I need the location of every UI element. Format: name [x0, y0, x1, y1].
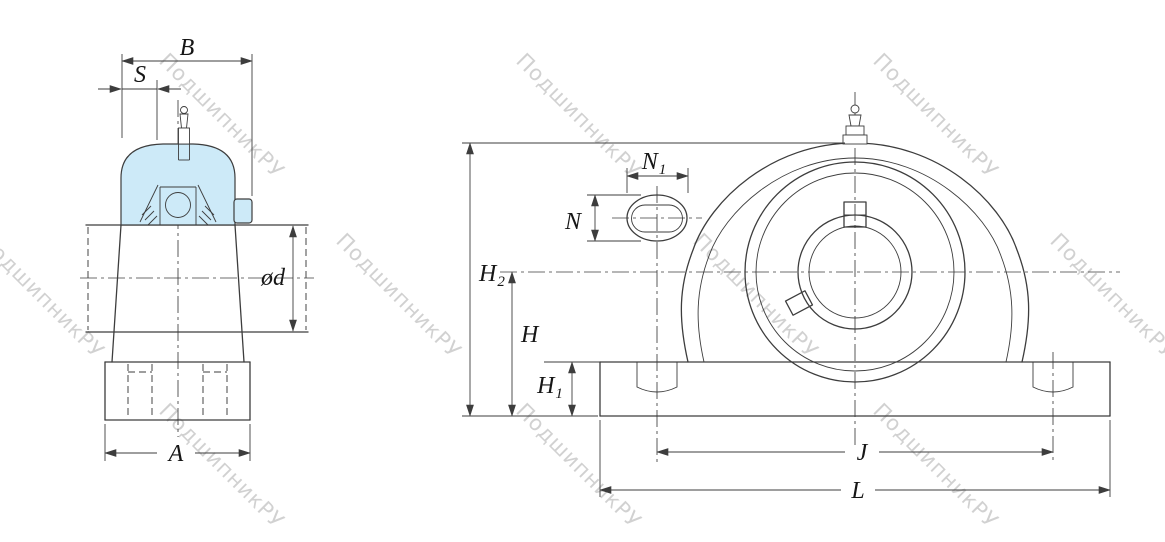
bearing-insert-cap	[120, 143, 236, 226]
front-view: N1 N H2 H H1	[462, 92, 1120, 504]
dim-label-N: N	[564, 209, 583, 235]
bearing-circles	[744, 161, 966, 383]
insert-section-details	[139, 184, 217, 226]
dim-label-bore: ød	[260, 265, 286, 291]
base-front	[599, 361, 1111, 417]
watermark-text: ПодшипникРУ	[0, 229, 109, 364]
watermark-text: ПодшипникРУ	[511, 49, 646, 184]
dim-label-S: S	[134, 62, 146, 88]
set-screw-collar	[233, 198, 253, 224]
dim-N: N	[564, 194, 641, 242]
dim-J: J	[656, 440, 1054, 466]
dim-label-H: H	[520, 322, 540, 348]
dim-A: A	[104, 424, 251, 467]
set-screw-top	[843, 201, 867, 228]
dim-N1: N1	[626, 149, 689, 193]
side-view: B S ød A	[80, 35, 314, 467]
set-screw-side	[784, 290, 814, 316]
bolt-hole-slot	[626, 194, 688, 242]
watermark-text: ПодшипникРУ	[331, 229, 466, 364]
dim-label-L: L	[850, 478, 864, 504]
dim-L: L	[599, 420, 1111, 504]
dim-H1: H1	[536, 361, 610, 417]
grease-fitting-side	[178, 106, 190, 161]
dim-bore: ød	[260, 225, 297, 332]
dim-label-B: B	[180, 35, 195, 61]
housing-base	[104, 361, 251, 421]
dim-B: B	[121, 35, 253, 196]
dim-label-A: A	[167, 441, 184, 467]
watermark-text: ПодшипникРУ	[1045, 229, 1165, 364]
dim-label-H2: H2	[478, 261, 505, 290]
bolt-pocket-left	[636, 362, 678, 393]
dim-H: H	[508, 271, 540, 417]
dim-S: S	[98, 62, 181, 140]
watermark-text: ПодшипникРУ	[868, 399, 1003, 534]
bolt-pocket-right	[1032, 362, 1074, 393]
housing-body	[111, 224, 245, 363]
watermark-text: ПодшипникРУ	[511, 399, 646, 534]
dim-label-H1: H1	[536, 373, 563, 402]
dim-H2: H2	[462, 142, 845, 417]
dim-label-J: J	[857, 440, 869, 466]
dim-label-N1: N1	[641, 149, 667, 178]
grease-fitting-front	[842, 104, 868, 145]
ball-section	[165, 192, 191, 218]
